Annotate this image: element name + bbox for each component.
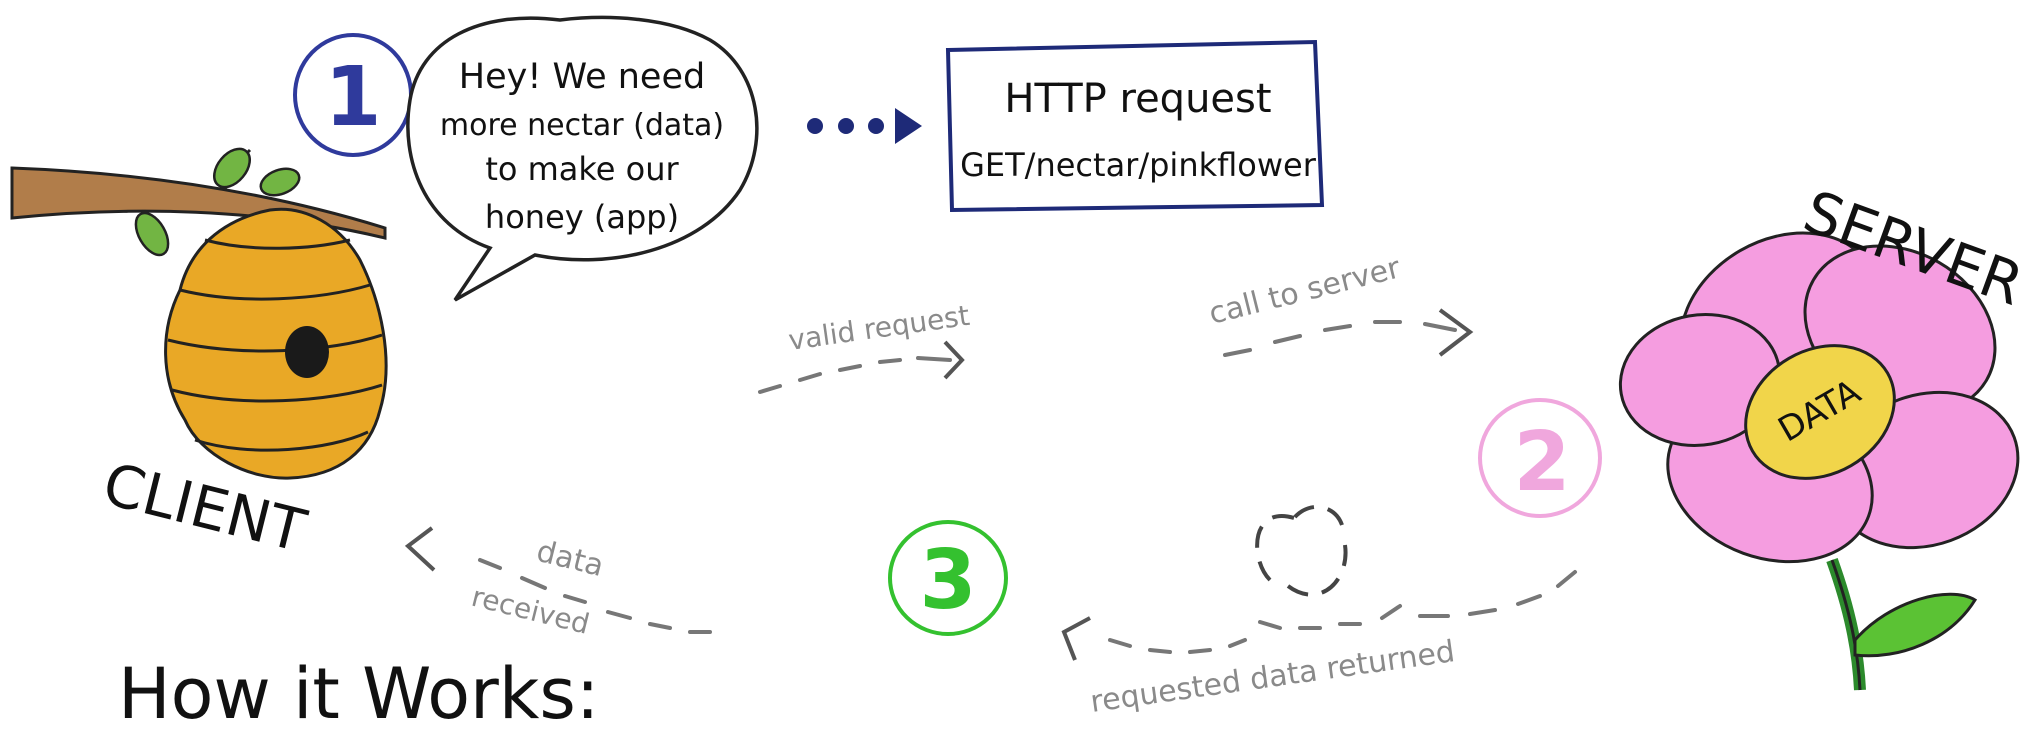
svg-text:2: 2: [1513, 415, 1570, 510]
step-1-badge: 1: [293, 33, 413, 157]
arrow-head-icon: [404, 526, 436, 572]
speech-bubble: Hey! We need more nectar (data) to make …: [406, 15, 759, 302]
leaf-icon: [259, 167, 301, 197]
request-line-1: HTTP request: [1004, 76, 1271, 122]
step-2-badge: 2: [1478, 398, 1602, 518]
speech-line-3: to make our: [485, 150, 679, 188]
arrow-head-icon: [1438, 308, 1474, 357]
valid-request-label: valid request: [786, 299, 971, 357]
call-to-server-label: call to server: [1205, 250, 1404, 331]
call-to-server-arrow: [1223, 320, 1457, 357]
request-line-2: GET/nectar/pinkflower: [960, 146, 1317, 184]
svg-text:3: 3: [919, 533, 976, 628]
data-label: data: [533, 534, 607, 584]
speech-line-1: Hey! We need: [459, 57, 705, 97]
leaf-icon: [213, 147, 251, 189]
arrow-head-icon: [943, 340, 965, 380]
flower-icon: DATA: [1618, 231, 2020, 691]
data-received-arrow: [478, 558, 712, 634]
data-returned-arrow: [1258, 570, 1577, 630]
dotted-arrow: [807, 108, 922, 144]
how-it-works-heading: How it Works:: [118, 653, 599, 735]
step-3-badge: 3: [888, 520, 1008, 636]
received-label: received: [468, 580, 593, 641]
data-returned-label: requested data returned: [1088, 634, 1457, 720]
arrow-head-icon: [1061, 616, 1091, 661]
data-returned-arrow-tail: [1108, 638, 1247, 654]
http-request-box: HTTP request GET/nectar/pinkflower: [945, 39, 1325, 213]
speech-line-2: more nectar (data): [440, 108, 724, 143]
leaf-icon: [134, 211, 170, 257]
loop-arrow: [1255, 504, 1348, 597]
svg-text:1: 1: [324, 50, 381, 145]
speech-line-4: honey (app): [485, 198, 679, 236]
valid-request-arrow: [758, 356, 952, 394]
beehive-icon: [164, 207, 388, 480]
